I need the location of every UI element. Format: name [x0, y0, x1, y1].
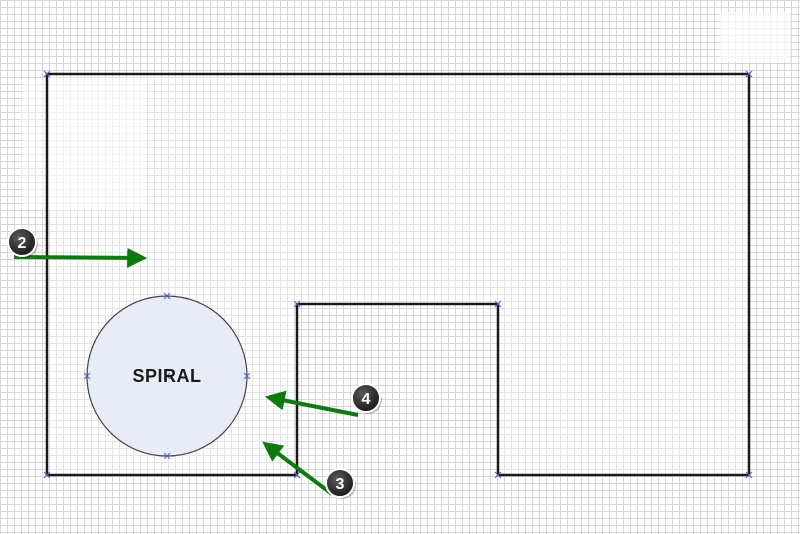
arrow-4: [264, 390, 359, 417]
callout-badge-3: 3: [325, 468, 356, 499]
grid-patch: [20, 80, 145, 210]
callout-badge-4: 4: [351, 383, 382, 414]
arrow-2: [13, 247, 148, 268]
arrow-3: [262, 441, 334, 496]
grid-patch: [720, 12, 790, 62]
callout-number-3: 3: [336, 476, 345, 493]
callout-number-4: 4: [362, 391, 371, 408]
spiral-shape[interactable]: SPIRAL: [83, 292, 251, 460]
spiral-label: SPIRAL: [132, 366, 201, 386]
callout-badge-2: 2: [7, 227, 38, 258]
callout-number-2: 2: [18, 235, 27, 252]
circle-handles: [83, 292, 251, 460]
vertex-markers: [43, 70, 753, 479]
